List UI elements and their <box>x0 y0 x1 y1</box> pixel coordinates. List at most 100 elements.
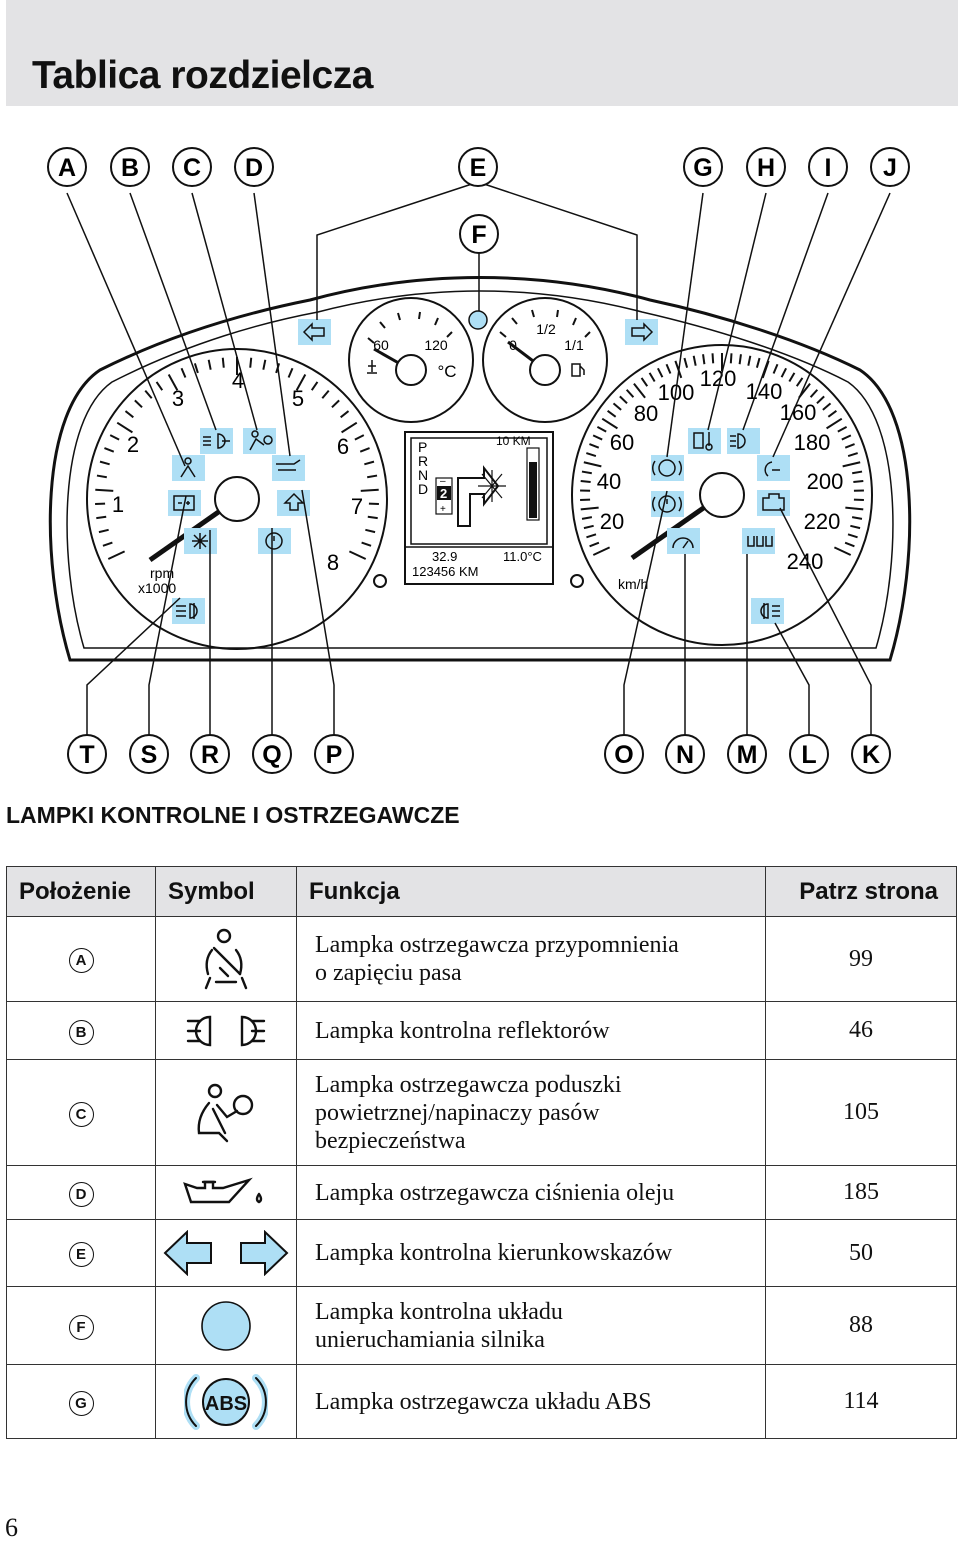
leader-lines <box>66 181 891 737</box>
gauge-tick <box>116 421 133 434</box>
section-title: LAMPKI KONTROLNE I OSTRZEGAWCZE <box>6 802 460 828</box>
gauge-tick <box>822 402 832 411</box>
gauge-tick <box>580 479 591 483</box>
gauge-tick <box>167 374 179 391</box>
gauge-tick <box>96 515 107 520</box>
lamp-immobilizer <box>468 310 488 330</box>
lamp-oil <box>272 455 305 481</box>
display-trip: 32.9 <box>432 549 457 564</box>
gauge-tick <box>852 470 863 475</box>
table-row: D Lampka ostrzegawcza ciśnienia oleju 18… <box>6 1165 957 1220</box>
gauge-tick <box>844 443 855 449</box>
table-row: A Lampka ostrzegawcza przypomnienia o za… <box>6 916 957 1002</box>
gauge-tick <box>359 447 370 453</box>
header-position: Położenie <box>6 866 156 917</box>
page-ref: 114 <box>765 1364 957 1439</box>
tacho-num-8: 8 <box>327 550 339 575</box>
position-badge: C <box>68 1101 94 1127</box>
position-badge: A <box>68 948 94 973</box>
tacho-num-1: 1 <box>112 492 124 517</box>
function-line: Lampka ostrzegawcza poduszki <box>315 1071 622 1098</box>
gauge-tick <box>761 360 770 379</box>
gauge-tick <box>262 359 267 370</box>
seatbelt-icon <box>204 928 248 990</box>
lamp-glow-plug <box>742 528 775 554</box>
gauge-tick <box>340 410 350 419</box>
gauge-tick <box>842 461 861 468</box>
gauge-tick <box>134 399 143 409</box>
speedo-num-60: 60 <box>610 430 634 455</box>
callout-p: P <box>326 741 343 769</box>
gauge-tick <box>124 410 134 419</box>
gauge-tick <box>837 426 848 433</box>
gauge-tick <box>692 355 697 366</box>
instrument-cluster-diagram: 1 2 3 4 5 6 7 8 rpm x1000 <box>47 147 912 774</box>
gauge-tick <box>249 357 253 368</box>
gauge-tick <box>580 506 599 511</box>
gauge-tick <box>180 367 187 378</box>
callout-a: A <box>58 154 76 182</box>
callout-h: H <box>757 154 775 182</box>
gauge-tick <box>95 488 114 492</box>
gear-r: R <box>418 453 428 469</box>
gauge-tick <box>592 434 603 441</box>
bottom-callouts: T S R Q P O N M L K <box>67 734 891 774</box>
headlamp-icon <box>186 1015 266 1046</box>
gauge-tick <box>581 516 593 520</box>
gauge-tick <box>711 353 715 364</box>
function-line: powietrznej/napinaczy pasów <box>315 1099 600 1126</box>
gauge-tick <box>367 515 378 520</box>
callout-t: T <box>79 741 94 769</box>
gear-minus: – <box>440 476 446 487</box>
gauge-tick <box>581 470 592 475</box>
gauge-tick <box>772 363 779 374</box>
page-ref: 88 <box>765 1286 957 1365</box>
callout-c: C <box>183 154 201 182</box>
speedo-num-160: 160 <box>780 400 817 425</box>
gear-d: D <box>418 481 428 497</box>
gauge-tick <box>586 533 597 539</box>
callout-k: K <box>862 741 880 769</box>
gauge-tick <box>841 434 852 441</box>
fuel-half: 1/2 <box>536 321 556 337</box>
gauge-tick <box>583 461 602 468</box>
lamp-abs <box>651 455 684 481</box>
tacho-num-2: 2 <box>127 432 139 457</box>
position-badge: B <box>68 1019 94 1045</box>
gauge-tick <box>601 417 618 430</box>
gauge-tick <box>287 367 294 378</box>
tacho-num-6: 6 <box>337 434 349 459</box>
svg-text:ABS: ABS <box>205 1393 247 1415</box>
gauge-tick <box>683 357 689 368</box>
oil-pressure-icon <box>183 1177 263 1203</box>
gauge-tick <box>96 474 107 479</box>
gauge-tick <box>109 434 120 441</box>
function-line: o zapięciu pasa <box>315 960 462 986</box>
display-odometer: 123456 KM <box>412 564 479 579</box>
gauge-tick <box>354 434 365 441</box>
callout-l: L <box>801 741 816 769</box>
speedo-num-20: 20 <box>600 509 624 534</box>
gauge-tick <box>640 377 649 387</box>
abs-icon: ABS <box>184 1373 268 1430</box>
page-ref: 99 <box>765 916 957 1002</box>
tachometer: 1 2 3 4 5 6 7 8 rpm x1000 <box>86 348 388 650</box>
gauge-tick <box>619 395 628 405</box>
table-row: F Lampka kontrolna układu unieruchamiani… <box>6 1286 957 1365</box>
gauge-tick <box>361 541 372 547</box>
gauge-tick <box>795 377 804 387</box>
tacho-num-3: 3 <box>172 386 184 411</box>
gauge-tick <box>367 474 378 479</box>
table-row: E Lampka kontrolna kierunkowskazów 50 <box>6 1219 957 1287</box>
gauge-tick <box>833 546 852 556</box>
gauge-tick <box>102 541 113 547</box>
gear-n: N <box>418 467 428 483</box>
gauge-tick <box>98 528 109 534</box>
gauge-tick <box>847 452 858 457</box>
speedo-num-240: 240 <box>787 549 824 574</box>
callout-g: G <box>693 154 712 182</box>
header-symbol: Symbol <box>155 866 297 917</box>
gauge-tick <box>348 550 367 560</box>
warning-lamps-table: Położenie Symbol Funkcja Patrz strona A <box>6 866 957 1439</box>
gauge-tick <box>596 426 607 433</box>
